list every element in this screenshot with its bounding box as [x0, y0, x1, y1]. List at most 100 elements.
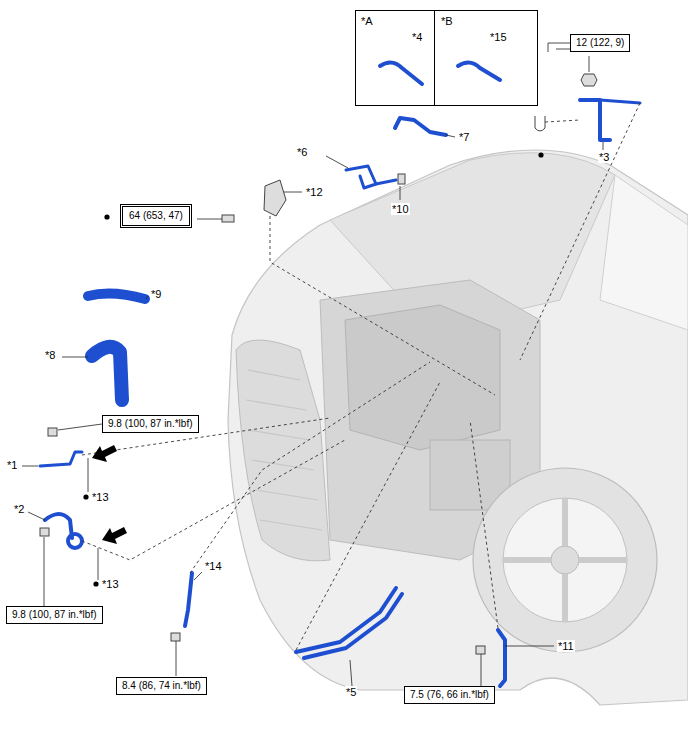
callout-number: *10 [391, 203, 410, 215]
path-shape [603, 142, 604, 150]
callout-number: *14 [204, 560, 223, 572]
torque-box: 64 (653, 47) [120, 204, 192, 228]
path-shape [470, 420, 498, 628]
path-shape [88, 294, 145, 299]
callout-number: *15 [490, 31, 507, 43]
callout-number: *13 [101, 578, 120, 590]
path-shape [98, 548, 99, 580]
path-shape [88, 458, 89, 492]
dashed-leaders [82, 103, 640, 650]
callout-number: *7 [458, 131, 470, 143]
path-shape [28, 512, 45, 520]
circle-shape [104, 214, 109, 219]
circle-shape [83, 494, 88, 499]
torque-value: 12 (122, 9) [576, 37, 624, 49]
path-shape [176, 641, 177, 676]
path-shape [40, 452, 82, 466]
path-shape [44, 537, 45, 606]
callout-number: *3 [598, 151, 610, 163]
rect-shape [222, 215, 234, 222]
torque-value: 7.5 (76, 66 in.*lbf) [410, 689, 489, 701]
torque-box: 12 (122, 9) [570, 34, 630, 52]
callout-number: *8 [44, 349, 56, 361]
polygon-shape [102, 527, 127, 544]
path-shape [545, 120, 580, 122]
torque-box: 7.5 (76, 66 in.*lbf) [404, 686, 495, 704]
path-shape [481, 654, 482, 686]
path-shape [82, 418, 330, 455]
path-shape [503, 498, 627, 622]
path-shape [458, 62, 500, 80]
variant-cell: *B *15 [434, 10, 538, 106]
torque-value: 9.8 (100, 87 in.*lbf) [108, 418, 193, 430]
path-shape [548, 43, 570, 52]
path-shape [505, 646, 554, 647]
leader-lines [22, 43, 603, 686]
variant-cell: *A *4 [355, 10, 435, 106]
vehicle-body [228, 150, 688, 705]
path-shape [600, 175, 688, 330]
path-shape [350, 660, 352, 686]
path-shape [194, 572, 202, 580]
path-shape [520, 103, 640, 360]
circle-shape [93, 581, 98, 586]
circle-shape [538, 152, 543, 157]
callout-number: *12 [305, 186, 324, 198]
path-shape [146, 296, 148, 299]
path-shape [190, 362, 430, 573]
torque-box: 8.4 (86, 74 in.*lbf) [116, 677, 207, 695]
callout-number: *11 [557, 640, 575, 652]
path-shape [296, 382, 440, 650]
path-shape [92, 347, 122, 400]
path-shape [22, 466, 38, 467]
path-shape [498, 630, 505, 686]
path-shape [82, 440, 345, 560]
path-shape [376, 180, 396, 184]
callout-number: *9 [150, 288, 162, 300]
path-shape [246, 370, 322, 530]
path-shape [304, 594, 402, 658]
path-shape [589, 56, 590, 72]
torque-value: 64 (653, 47) [129, 210, 183, 222]
circle-shape [551, 546, 579, 574]
circle-shape [68, 534, 82, 548]
path-shape [197, 219, 222, 220]
path-shape [400, 186, 401, 200]
path-shape [236, 340, 330, 561]
path-shape [264, 180, 286, 216]
variant-letter: *A [361, 15, 373, 27]
path-shape [185, 573, 192, 626]
callout-number: *5 [345, 686, 357, 698]
callout-number: *4 [412, 31, 422, 43]
path-shape [270, 216, 495, 395]
torque-box: 9.8 (100, 87 in.*lbf) [6, 606, 103, 624]
path-shape [326, 156, 348, 168]
path-shape [580, 100, 610, 140]
path-shape [346, 166, 376, 188]
torque-value: 8.4 (86, 74 in.*lbf) [122, 680, 201, 692]
polygon-shape [92, 445, 117, 462]
rect-shape [40, 528, 49, 536]
path-shape [380, 62, 422, 84]
blue-parts [40, 62, 640, 686]
path-shape [228, 150, 688, 705]
polygon-shape [581, 74, 597, 86]
callout-number: *2 [13, 503, 25, 515]
rect-shape [398, 174, 405, 184]
callout-number: *1 [6, 459, 18, 471]
path-shape [58, 424, 102, 430]
rect-shape [476, 646, 485, 654]
rect-shape [48, 428, 57, 436]
variant-letter: *B [441, 15, 453, 27]
path-shape [345, 305, 500, 450]
arrows-and-dots [83, 152, 543, 586]
path-shape [284, 192, 302, 193]
callout-number: *13 [91, 491, 110, 503]
callout-number: *6 [296, 146, 308, 158]
torque-box: 9.8 (100, 87 in.*lbf) [102, 415, 199, 433]
path-shape [600, 100, 640, 103]
circle-shape [503, 498, 627, 622]
path-shape [62, 357, 88, 358]
